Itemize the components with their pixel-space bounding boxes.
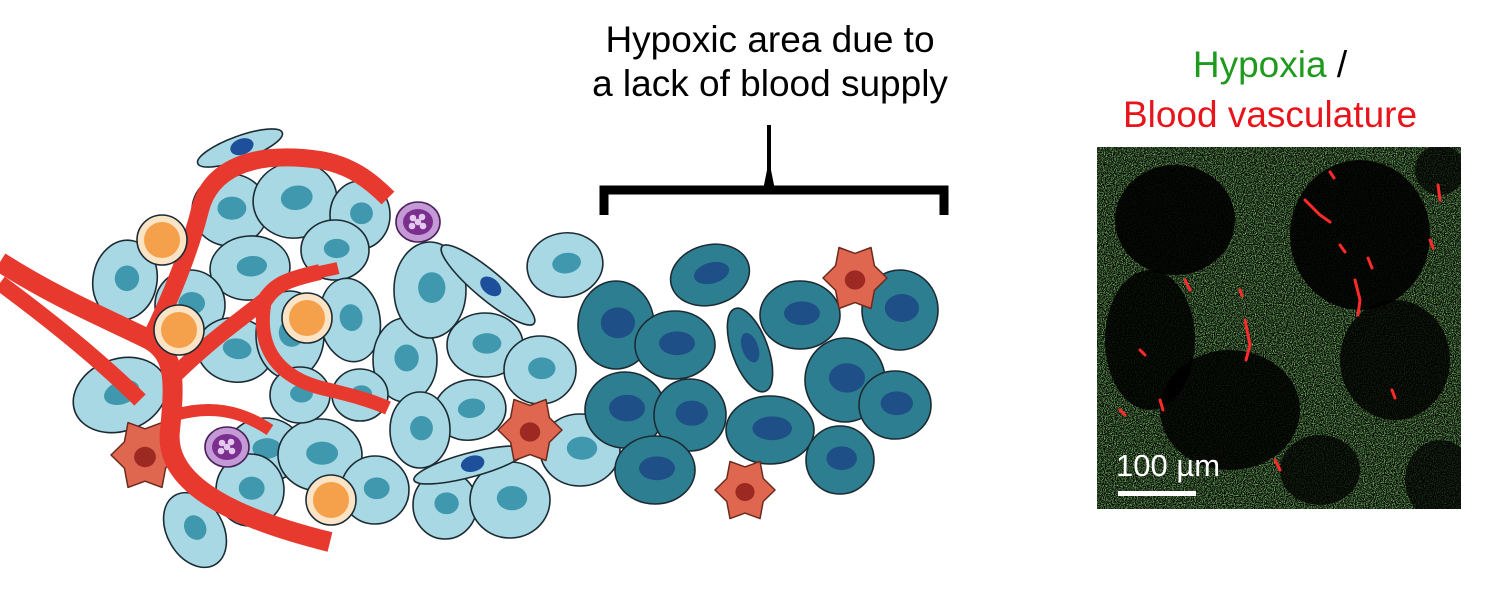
stellate-cell-icon: [497, 398, 563, 462]
title-separator: /: [1326, 44, 1348, 85]
hypoxic-cell-icon: [669, 243, 751, 307]
spindle-cell-icon: [413, 445, 527, 485]
normoxic-cell-icon: [526, 232, 604, 298]
hypoxic-cell-icon: [805, 425, 875, 495]
hypoxic-cell-icon: [653, 378, 727, 452]
callout-line-2: a lack of blood supply: [592, 63, 948, 104]
micrograph-title: Hypoxia / Blood vasculature: [1080, 40, 1460, 140]
hypoxic-cell-icon: [861, 269, 939, 351]
normoxic-cell-icon: [277, 418, 363, 492]
hypoxic-cell-cluster: [577, 243, 939, 505]
normoxic-cell-icon: [389, 391, 451, 469]
stellate-cell-icon: [822, 246, 888, 310]
hypoxic-cell-icon: [634, 310, 716, 380]
normoxic-cell-icon: [252, 161, 338, 239]
vasculature-label: Blood vasculature: [1122, 94, 1418, 135]
hypoxic-cell-icon: [614, 435, 696, 505]
hypoxic-cell-icon: [759, 280, 841, 350]
hypoxic-area-callout: Hypoxic area due to a lack of blood supp…: [520, 18, 1020, 106]
micrograph-image: [1097, 147, 1461, 509]
spindle-cell-icon: [440, 244, 536, 326]
lymphocyte-icon: [153, 304, 205, 356]
blood-vessel-icon: [0, 148, 395, 552]
normoxic-cell-icon: [340, 455, 410, 525]
normoxic-cell-icon: [503, 335, 577, 405]
lymphocyte-icon: [305, 474, 357, 526]
normoxic-cell-icon: [91, 239, 159, 321]
granulocyte-icon: [204, 426, 250, 468]
scale-bar-label: 100 µm: [1116, 448, 1221, 483]
bracket-icon: [599, 125, 949, 215]
granulocyte-icon: [395, 201, 441, 243]
normoxic-cell-icon: [446, 312, 524, 378]
hypoxic-cell-icon: [725, 395, 815, 465]
normoxic-cell-icon: [318, 277, 382, 363]
normoxic-cell-icon: [162, 491, 228, 569]
hypoxic-cell-icon: [726, 307, 774, 393]
normoxic-cell-icon: [393, 241, 467, 339]
hypoxia-label: Hypoxia: [1192, 44, 1327, 85]
stellate-cell-icon: [714, 460, 776, 520]
lymphocyte-icon: [281, 292, 333, 344]
lymphocyte-icon: [136, 214, 188, 266]
normoxic-cell-icon: [433, 379, 507, 441]
scale-bar: [1118, 491, 1196, 496]
callout-line-1: Hypoxic area due to: [605, 19, 935, 60]
immune-cells: [136, 201, 441, 526]
hypoxic-cell-icon: [858, 370, 932, 440]
